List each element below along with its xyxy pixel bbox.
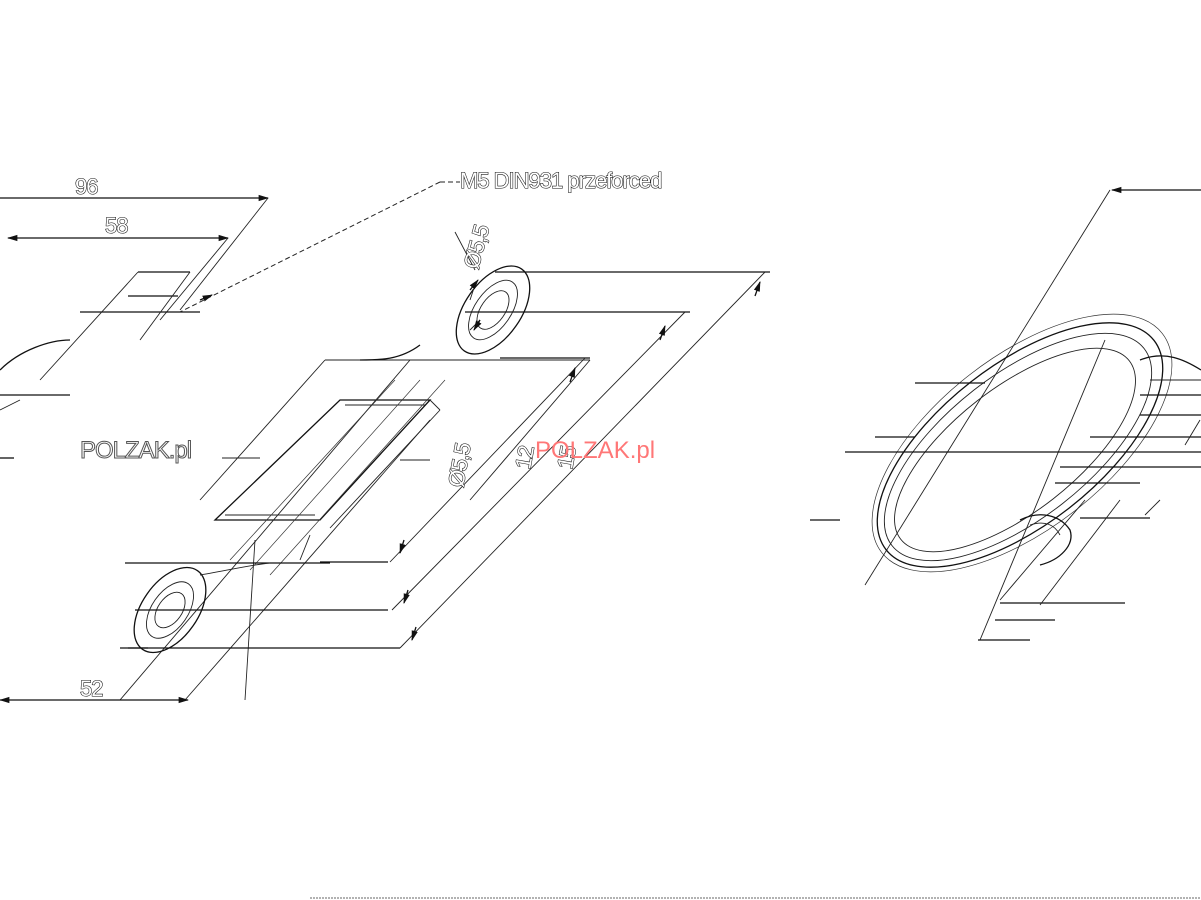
dimension-58-label: 58 [105, 213, 128, 238]
hole-diameter-label: Ø5,5 [459, 222, 495, 271]
isometric-plate [119, 359, 591, 701]
bottom-lug [120, 562, 330, 654]
dimension-52-label: 52 [80, 676, 103, 701]
height-12-label: 12 [510, 444, 539, 471]
dimension-96: 96 [0, 173, 270, 311]
left-isometric-view: 96 58 [0, 167, 770, 704]
dimension-52: 52 [0, 675, 190, 704]
height-dimension-arrows [199, 279, 761, 641]
watermark-left: POLZAK.pl [80, 437, 191, 464]
watermark-center: POLZAK.pl [535, 437, 655, 464]
dimension-58: 58 [6, 212, 230, 321]
right-isometric-view [810, 186, 1201, 641]
top-lug [359, 231, 531, 361]
nut-spec-callout: M5 DIN931 przeforced [460, 168, 661, 193]
dimension-96-label: 96 [75, 174, 98, 199]
callout-leader [179, 181, 460, 313]
slot-diameter-label: Ø5,5 [443, 441, 475, 489]
height-extension-lines [128, 271, 770, 649]
bracket-outline-left [0, 271, 200, 459]
